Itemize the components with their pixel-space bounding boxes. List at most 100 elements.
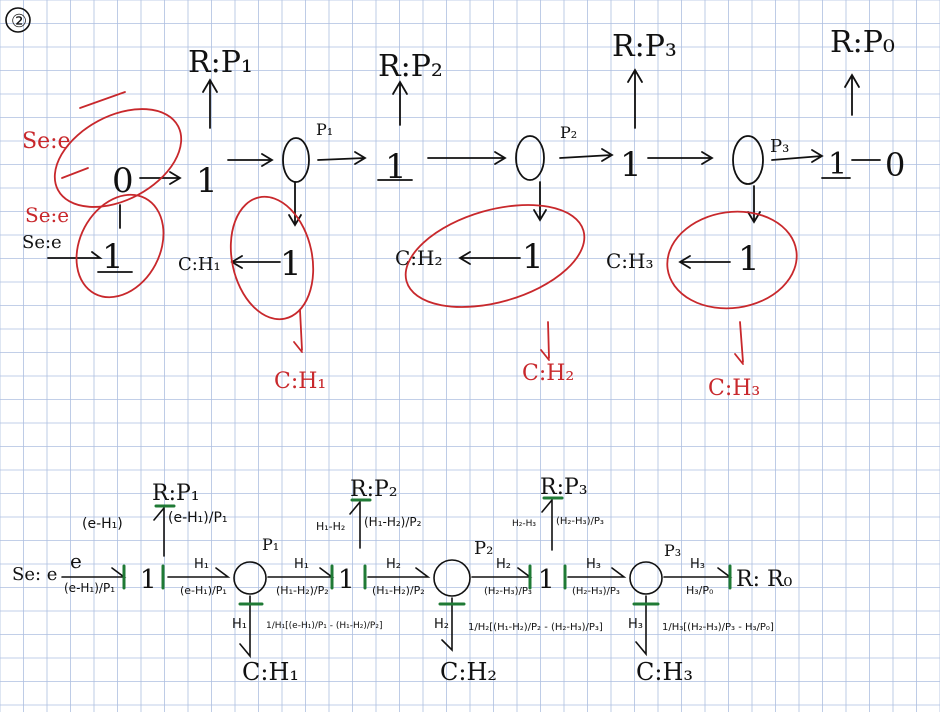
top-junction-0-d: 0 [885,146,905,184]
top-source-label: Se:e [22,232,62,253]
top-resistor-label-1: R:P₁ [188,45,253,80]
bottom-cap-effort-3: H₃ [628,617,643,632]
top-junction-1-cap-1: 1 [280,244,302,284]
bottom-resistor-flow-2: (H₁-H₂)/P₂ [364,515,422,529]
top-cap-label-2: C:H₂ [395,246,443,270]
top-junction-0-a [282,137,310,183]
circled-number-mark [5,7,31,33]
bottom-cap-flow-3: 1/H₃[(H₂-H₃)/P₃ - H₃/P₀] [662,622,774,633]
bottom-junction-1-a: 1 [140,565,157,595]
bottom-junction-0-c [629,561,663,595]
red-source-label-1: Se:e [22,129,71,154]
bottom-effort-1c: H₃ [586,557,601,572]
red-arrow-cap-3 [734,321,744,365]
bottom-flow-0a: (H₁-H₂)/P₂ [276,584,329,597]
top-pressure-label-1: P₁ [316,120,333,139]
bottom-effort-1a: H₁ [194,557,209,572]
bottom-source-label: Se: e [12,564,57,585]
top-bond-source [47,251,103,259]
bottom-bond-graph: R:P₁ R:P₂ R:P₃ (e-H₁) (e-H₁)/P₁ H₁-H₂ (H… [12,475,793,686]
bottom-bond-1c-0c [567,567,627,578]
top-bond-cap-2 [458,251,521,265]
bottom-flow-0b: (H₂-H₃)/P₃ [484,586,532,597]
top-bond-up-3 [627,68,643,129]
red-stroke-1 [79,91,126,109]
top-bond-cap-3 [678,255,731,269]
top-cap-label-3: C:H₃ [606,249,654,273]
top-bond-0a-to-1b [317,151,367,165]
top-bond-down-2 [533,181,547,222]
top-bond-src-to-1 [139,171,182,185]
bottom-cap-effort-1: H₁ [232,617,247,632]
red-cap-label-2: C:H₂ [522,361,574,386]
bottom-resistor-effort-2: H₁-H₂ [316,520,345,533]
bottom-flow-1b: (H₁-H₂)/P₂ [372,584,425,597]
top-junction-1-cap-2: 1 [522,237,544,277]
bottom-resistor-flow-3: (H₂-H₃)/P₃ [556,516,604,527]
bottom-bond-1a-0a [167,567,231,578]
red-arrow-cap-1 [293,309,303,353]
red-circle-source-one [75,193,165,299]
bottom-effort-0c: H₃ [690,557,705,572]
bottom-cap-label-2: C:H₂ [440,658,497,686]
bottom-resistor-label-3: R:P₃ [540,475,588,500]
bottom-resistor-effort-3: H₂-H₃ [512,519,536,529]
top-junction-1-source: 1 [102,237,124,277]
red-circle-cap-3 [666,210,798,310]
bottom-flow-source: (e-H₁)/P₁ [64,581,115,595]
top-bond-cap-1 [230,255,281,269]
top-resistor-label-2: R:P₂ [378,49,443,84]
bottom-resistor-flow-1: (e-H₁)/P₁ [168,510,228,526]
red-source-label-2: Se:e [25,203,69,227]
top-junction-0-source: 0 [112,161,134,201]
top-bond-1b-to-0b [427,151,507,165]
bottom-flow-1a: (e-H₁)/P₁ [180,584,227,597]
circled-number-label: ② [11,11,27,32]
top-pressure-label-2: P₂ [560,123,577,142]
top-bond-0c-to-1d [771,149,824,163]
bottom-end-resistor-label: R: R₀ [736,567,793,592]
bottom-bond-up-3 [541,497,553,551]
top-bond-up-2 [392,80,408,126]
bottom-cap-flow-2: 1/H₂[(H₁-H₂)/P₂ - (H₂-H₃)/P₃] [468,622,603,633]
bottom-bond-cap-2 [441,597,453,652]
bottom-bond-cap-1 [239,595,251,659]
bottom-flow-0c: H₃/P₀ [686,584,714,597]
bottom-resistor-label-2: R:P₂ [350,477,398,502]
bottom-bond-cap-3 [635,595,647,657]
bottom-pressure-label-1: P₁ [262,535,279,554]
red-annotations: Se:e Se:e C:H₁ C:H₂ C:H₃ [22,91,798,401]
bottom-resistor-effort-1: (e-H₁) [82,516,123,532]
top-junction-0-c [732,135,764,185]
top-cap-label-1: C:H₁ [178,254,221,275]
top-bond-1c-to-0c [647,151,714,165]
bottom-cap-flow-1: 1/H₁[(e-H₁)/P₁ - (H₁-H₂)/P₂] [266,621,382,631]
top-resistor-label-4: R:P₀ [830,25,895,60]
top-bond-up-4 [844,73,860,116]
top-bond-up-1 [202,78,218,129]
top-resistor-label-3: R:P₃ [612,29,677,64]
bottom-cap-effort-2: H₂ [434,617,449,632]
bottom-effort-source: e [70,549,82,573]
bottom-junction-1-c: 1 [538,565,555,595]
bottom-effort-0a: H₁ [294,557,309,572]
bottom-bond-up-2 [349,499,361,549]
top-junction-1-b: 1 [385,147,407,187]
top-bond-graph: R:P₁ R:P₂ R:P₃ R:P₀ 0 1 P₁ 1 P₂ 1 P₃ 1 0… [22,25,905,284]
bottom-junction-0-a [233,561,267,595]
top-junction-0-b [515,135,545,181]
red-cap-label-3: C:H₃ [708,376,760,401]
bottom-bond-up-1 [153,505,165,557]
top-junction-1-d: 1 [828,147,847,182]
bottom-effort-0b: H₂ [496,557,511,572]
top-junction-1-a: 1 [196,161,218,201]
bottom-flow-1c: (H₂-H₃)/P₃ [572,586,620,597]
top-junction-1-cap-3: 1 [738,239,760,279]
red-arrow-cap-2 [540,321,550,361]
red-circle-cap-2 [404,204,586,308]
top-bond-down-3 [747,185,761,224]
red-stroke-2 [61,167,89,179]
